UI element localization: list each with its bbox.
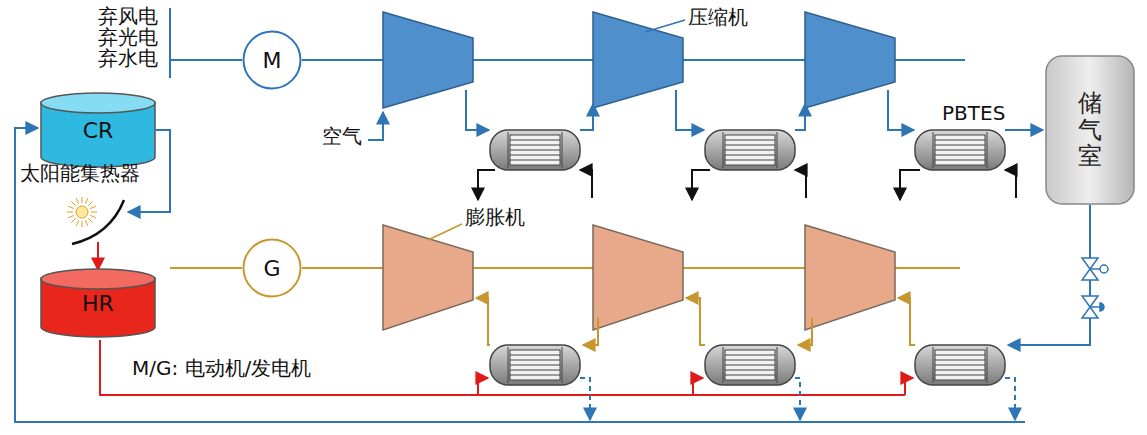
power-source-label: 弃水电 xyxy=(98,48,158,68)
air-storage-chamber: 储气室 xyxy=(1045,55,1135,205)
heat-exchanger xyxy=(490,130,580,170)
generator-circle: G xyxy=(242,238,302,298)
heat-exchanger xyxy=(915,130,1005,170)
expander-callout: 膨胀机 xyxy=(465,207,525,227)
air-label: 空气 xyxy=(322,126,362,146)
node-label: G xyxy=(263,256,280,281)
hot-reservoir: HR xyxy=(40,268,156,338)
compressor-callout: 压缩机 xyxy=(688,7,748,27)
node-label: 储气室 xyxy=(1078,90,1102,169)
cold-reservoir: CR xyxy=(40,92,156,168)
heat-exchanger xyxy=(705,345,795,385)
node-label: CR xyxy=(83,118,114,143)
heat-exchanger xyxy=(490,345,580,385)
heat-exchanger xyxy=(705,130,795,170)
legend-note: M/G: 电动机/发电机 xyxy=(132,358,311,378)
storage-type-label: PBTES xyxy=(942,103,1005,123)
heat-exchanger xyxy=(915,345,1005,385)
node-label: M xyxy=(263,48,282,73)
power-source-label: 弃光电 xyxy=(98,27,158,47)
node-label: HR xyxy=(82,291,114,316)
power-source-label: 弃风电 xyxy=(98,6,158,26)
motor-circle: M xyxy=(242,30,302,90)
collector-label: 太阳能集热器 xyxy=(20,163,140,183)
